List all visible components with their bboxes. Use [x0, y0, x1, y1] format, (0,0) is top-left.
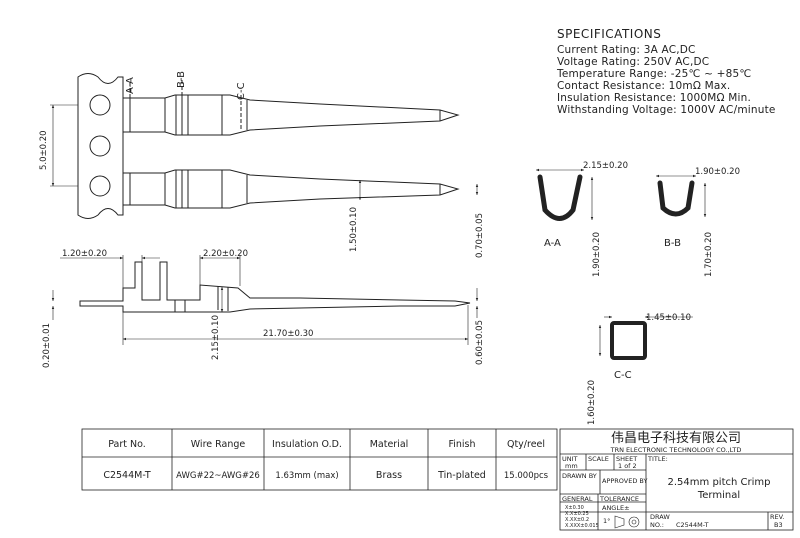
- lower-terminal-outline: [123, 169, 460, 209]
- cell-finish: Tin-plated: [437, 470, 486, 481]
- section-b-mark: B-B: [176, 71, 187, 88]
- section-b-b-view: [656, 174, 707, 217]
- carrier-strip: [77, 73, 124, 219]
- tolerance-xxx: X.XX±0.2: [565, 517, 589, 523]
- section-c-c-label: C-C: [614, 370, 632, 381]
- specifications-title: SPECIFICATIONS: [557, 27, 662, 41]
- general-label: GENERAL: [562, 495, 593, 503]
- header-material: Material: [370, 439, 409, 450]
- pilot-hole-3: [89, 175, 111, 197]
- approved-by-label: APPROVED BY: [602, 477, 648, 485]
- drawing-number: C2544M-T: [676, 521, 708, 529]
- no-label: NO.:: [650, 521, 664, 529]
- cell-wire-range: AWG#22~AWG#26: [176, 471, 260, 481]
- spec-insulation-resistance: Insulation Resistance: 1000MΩ Min.: [557, 92, 752, 104]
- scale-label: SCALE: [588, 455, 609, 463]
- dim-2-20-label: 2.20±0.20: [203, 249, 248, 259]
- upper-terminal-outline: [123, 94, 460, 136]
- drawing-title-line-2: Terminal: [697, 490, 740, 501]
- header-finish: Finish: [448, 439, 475, 450]
- section-c-c-view: [598, 315, 693, 360]
- dim-aa-width-label: 2.15±0.20: [583, 161, 628, 171]
- projection-symbol-icon: [614, 515, 640, 529]
- tolerance-x: X±0.30: [565, 505, 584, 511]
- sheet-value: 1 of 2: [618, 462, 637, 470]
- dim-2-15-label: 2.15±0.10: [211, 315, 221, 360]
- section-c-mark: C-C: [236, 82, 247, 100]
- dim-aa-height-label: 1.90±0.20: [592, 232, 602, 277]
- header-insulation-od: Insulation O.D.: [272, 439, 342, 450]
- tolerance-xx: X.X±0.25: [565, 511, 589, 517]
- header-qty-reel: Qty/reel: [507, 439, 545, 450]
- company-name-cn: 伟昌电子科技有限公司: [611, 431, 741, 446]
- section-b-b-profile: [657, 180, 695, 217]
- dim-pitch-label: 5.0±0.20: [39, 130, 49, 170]
- section-a-a-label: A-A: [544, 238, 561, 249]
- unit-value: mm: [565, 462, 578, 470]
- spec-temperature-range: Temperature Range: -25℃ ~ +85℃: [557, 68, 752, 80]
- cell-part-no: C2544M-T: [103, 470, 151, 481]
- section-a-a-profile: [537, 174, 583, 221]
- side-view: [51, 255, 479, 345]
- angle-value: 1°: [603, 517, 610, 525]
- cell-insulation-od: 1.63mm (max): [275, 471, 338, 481]
- draw-label: DRAW: [650, 513, 670, 521]
- dim-0-70-label: 0.70±0.05: [475, 213, 485, 258]
- drawn-by-label: DRAWN BY: [562, 472, 597, 480]
- spec-contact-resistance: Contact Resistance: 10mΩ Max.: [557, 80, 731, 92]
- section-c-c-profile: [610, 321, 647, 360]
- terminal-side-outline: [79, 261, 471, 313]
- dim-0-20-label: 0.20±0.01: [42, 323, 52, 368]
- dim-21-70-label: 21.70±0.30: [263, 329, 313, 339]
- company-name-en: TRN ELECTRONIC TECHNOLOGY CO.,LTD: [610, 446, 742, 454]
- dim-0-60-label: 0.60±0.05: [475, 320, 485, 365]
- dim-bb-height-label: 1.70±0.20: [704, 232, 714, 277]
- specifications-block: SPECIFICATIONS Current Rating: 3A AC,DC …: [557, 28, 776, 116]
- parts-table: [81, 428, 558, 491]
- tolerance-label: TOLERANCE: [599, 495, 639, 503]
- top-view: [50, 73, 479, 219]
- rev-label: REV.: [770, 513, 784, 521]
- cell-qty-reel: 15.000pcs: [504, 471, 549, 481]
- pilot-hole-2: [89, 135, 111, 157]
- drawing-title-line-1: 2.54mm pitch Crimp: [668, 477, 771, 488]
- dim-1-50-label: 1.50±0.10: [349, 207, 359, 252]
- title-label: TITLE:: [647, 455, 668, 463]
- section-b-b-label: B-B: [664, 238, 681, 249]
- dim-1-20-label: 1.20±0.20: [62, 249, 107, 259]
- dim-cc-height-label: 1.60±0.20: [587, 380, 597, 425]
- rev-value: B3: [774, 521, 783, 529]
- spec-withstanding-voltage: Withstanding Voltage: 1000V AC/minute: [557, 104, 776, 116]
- dim-bb-width-label: 1.90±0.20: [695, 167, 740, 177]
- header-part-no: Part No.: [108, 439, 146, 450]
- tolerance-xxxx: X.XXX±0.015: [565, 523, 599, 529]
- pilot-hole-1: [89, 94, 111, 116]
- section-a-a-view: [536, 168, 594, 221]
- dim-cc-width-label: 1.45±0.10: [646, 313, 691, 323]
- angle-label: ANGLE±: [602, 504, 630, 512]
- header-wire-range: Wire Range: [191, 439, 246, 450]
- cell-material: Brass: [376, 470, 402, 481]
- section-a-mark: A-A: [125, 77, 136, 94]
- unit-label: UNIT: [562, 455, 578, 463]
- sheet-label: SHEET: [616, 455, 637, 463]
- title-block: [559, 428, 794, 531]
- spec-current-rating: Current Rating: 3A AC,DC: [557, 44, 696, 56]
- spec-voltage-rating: Voltage Rating: 250V AC,DC: [557, 56, 710, 68]
